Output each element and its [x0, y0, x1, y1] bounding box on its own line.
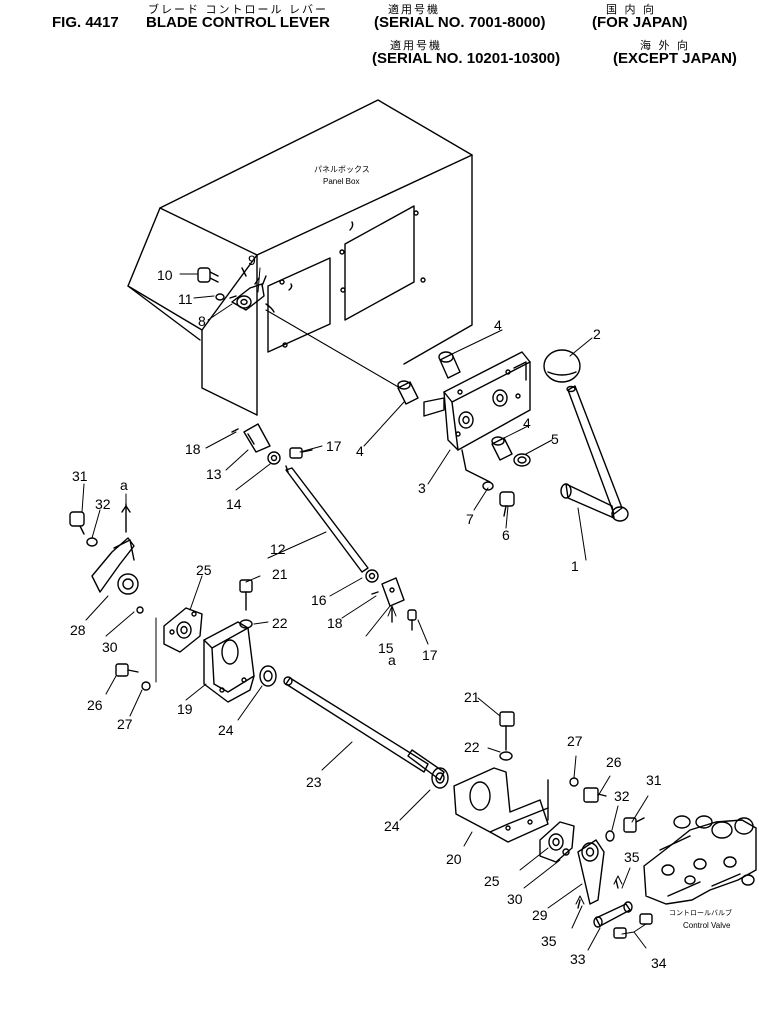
mounting-plate: [423, 351, 531, 483]
callout-17: 17: [422, 647, 438, 663]
fig-number: FIG. 4417: [52, 14, 119, 31]
callout-27: 27: [567, 733, 583, 749]
callout-a: a: [120, 477, 128, 493]
region-2: (EXCEPT JAPAN): [613, 50, 737, 67]
callout-24: 24: [384, 818, 400, 834]
callout-16: 16: [311, 592, 327, 608]
right-bearing-flange: [539, 821, 575, 863]
callout-13: 13: [206, 466, 222, 482]
serial-range-2: (SERIAL NO. 10201-10300): [372, 50, 561, 67]
callout-31: 31: [646, 772, 662, 788]
rod-nut: [365, 569, 379, 583]
left-bearing-flange: [163, 607, 203, 653]
callout-2: 2: [593, 326, 601, 342]
callout-32: 32: [614, 788, 630, 804]
panel-box: [127, 99, 473, 416]
callout-15: 15: [378, 640, 394, 656]
control-valve: [643, 815, 757, 905]
callout-30: 30: [507, 891, 523, 907]
applicable-jp-2: 適用号機: [390, 39, 442, 52]
callout-12: 12: [270, 541, 286, 557]
lever-knob: [543, 349, 581, 383]
overseas-jp: 海 外 向: [640, 39, 690, 52]
domestic-jp: 国 内 向: [606, 3, 656, 16]
callout-21: 21: [272, 566, 288, 582]
panel-box-jp: パネルボックス: [314, 165, 370, 174]
link-rod: [575, 875, 653, 939]
left-support-bracket: [203, 579, 255, 703]
callout-3: 3: [418, 480, 426, 496]
nut: [513, 453, 531, 467]
control-rod: [285, 465, 369, 573]
lower-clevis: [371, 577, 417, 631]
callout-8: 8: [198, 313, 206, 329]
callout-4: 4: [523, 415, 531, 431]
clevis-joint: [231, 423, 313, 465]
callout-33: 33: [570, 951, 586, 967]
callout-5: 5: [551, 431, 559, 447]
callout-29: 29: [532, 907, 548, 923]
callout-26: 26: [87, 697, 103, 713]
callout-9: 9: [248, 252, 256, 268]
control-valve-label: Control Valve: [683, 921, 731, 930]
bolt: [499, 491, 515, 517]
thrust-washer: [431, 767, 449, 789]
callout-23: 23: [306, 774, 322, 790]
control-lever: [560, 385, 629, 522]
fig-title: BLADE CONTROL LEVER: [146, 14, 330, 31]
callout-14: 14: [226, 496, 242, 512]
thrust-washer: [259, 665, 277, 687]
callout-32: 32: [95, 496, 111, 512]
serial-range-1: (SERIAL NO. 7001-8000): [374, 14, 546, 31]
callout-6: 6: [502, 527, 510, 543]
region-1: (FOR JAPAN): [592, 14, 688, 31]
callout-19: 19: [177, 701, 193, 717]
bushing: [397, 380, 419, 405]
callout-22: 22: [272, 615, 288, 631]
callout-35: 35: [541, 933, 557, 949]
callout-18: 18: [185, 441, 201, 457]
callout-10: 10: [157, 267, 173, 283]
callout-25: 25: [484, 873, 500, 889]
callout-24: 24: [218, 722, 234, 738]
washer: [482, 481, 494, 491]
applicable-jp-1: 適用号機: [388, 3, 440, 16]
cross-shaft: [283, 676, 445, 781]
panel-box-label: Panel Box: [323, 177, 359, 186]
callout-35: 35: [624, 849, 640, 865]
callout-27: 27: [117, 716, 133, 732]
callout-25: 25: [196, 562, 212, 578]
bushing: [491, 436, 513, 461]
callout-1: 1: [571, 558, 579, 574]
leader-lines: [81, 267, 649, 951]
callout-17: 17: [326, 438, 342, 454]
upper-pivot-bracket: [197, 267, 275, 313]
callout-4: 4: [494, 317, 502, 333]
callout-18: 18: [327, 615, 343, 631]
left-lever-arm: [69, 503, 144, 614]
bushing: [438, 351, 461, 379]
callout-20: 20: [446, 851, 462, 867]
control-valve-jp: コントロールバルブ: [669, 908, 732, 917]
callout-31: 31: [72, 468, 88, 484]
callout-22: 22: [464, 739, 480, 755]
callout-28: 28: [70, 622, 86, 638]
callout-7: 7: [466, 511, 474, 527]
shaft-centerline: [265, 309, 401, 389]
callout-21: 21: [464, 689, 480, 705]
callout-30: 30: [102, 639, 118, 655]
left-bolt-washer: [115, 663, 151, 691]
callout-11: 11: [178, 291, 193, 307]
callout-4: 4: [356, 443, 364, 459]
callout-a: a: [388, 652, 396, 668]
callout-34: 34: [651, 955, 667, 971]
right-support-bracket: [453, 711, 549, 843]
title-jp: ブレード コントロール レバー: [148, 3, 328, 16]
callout-26: 26: [606, 754, 622, 770]
